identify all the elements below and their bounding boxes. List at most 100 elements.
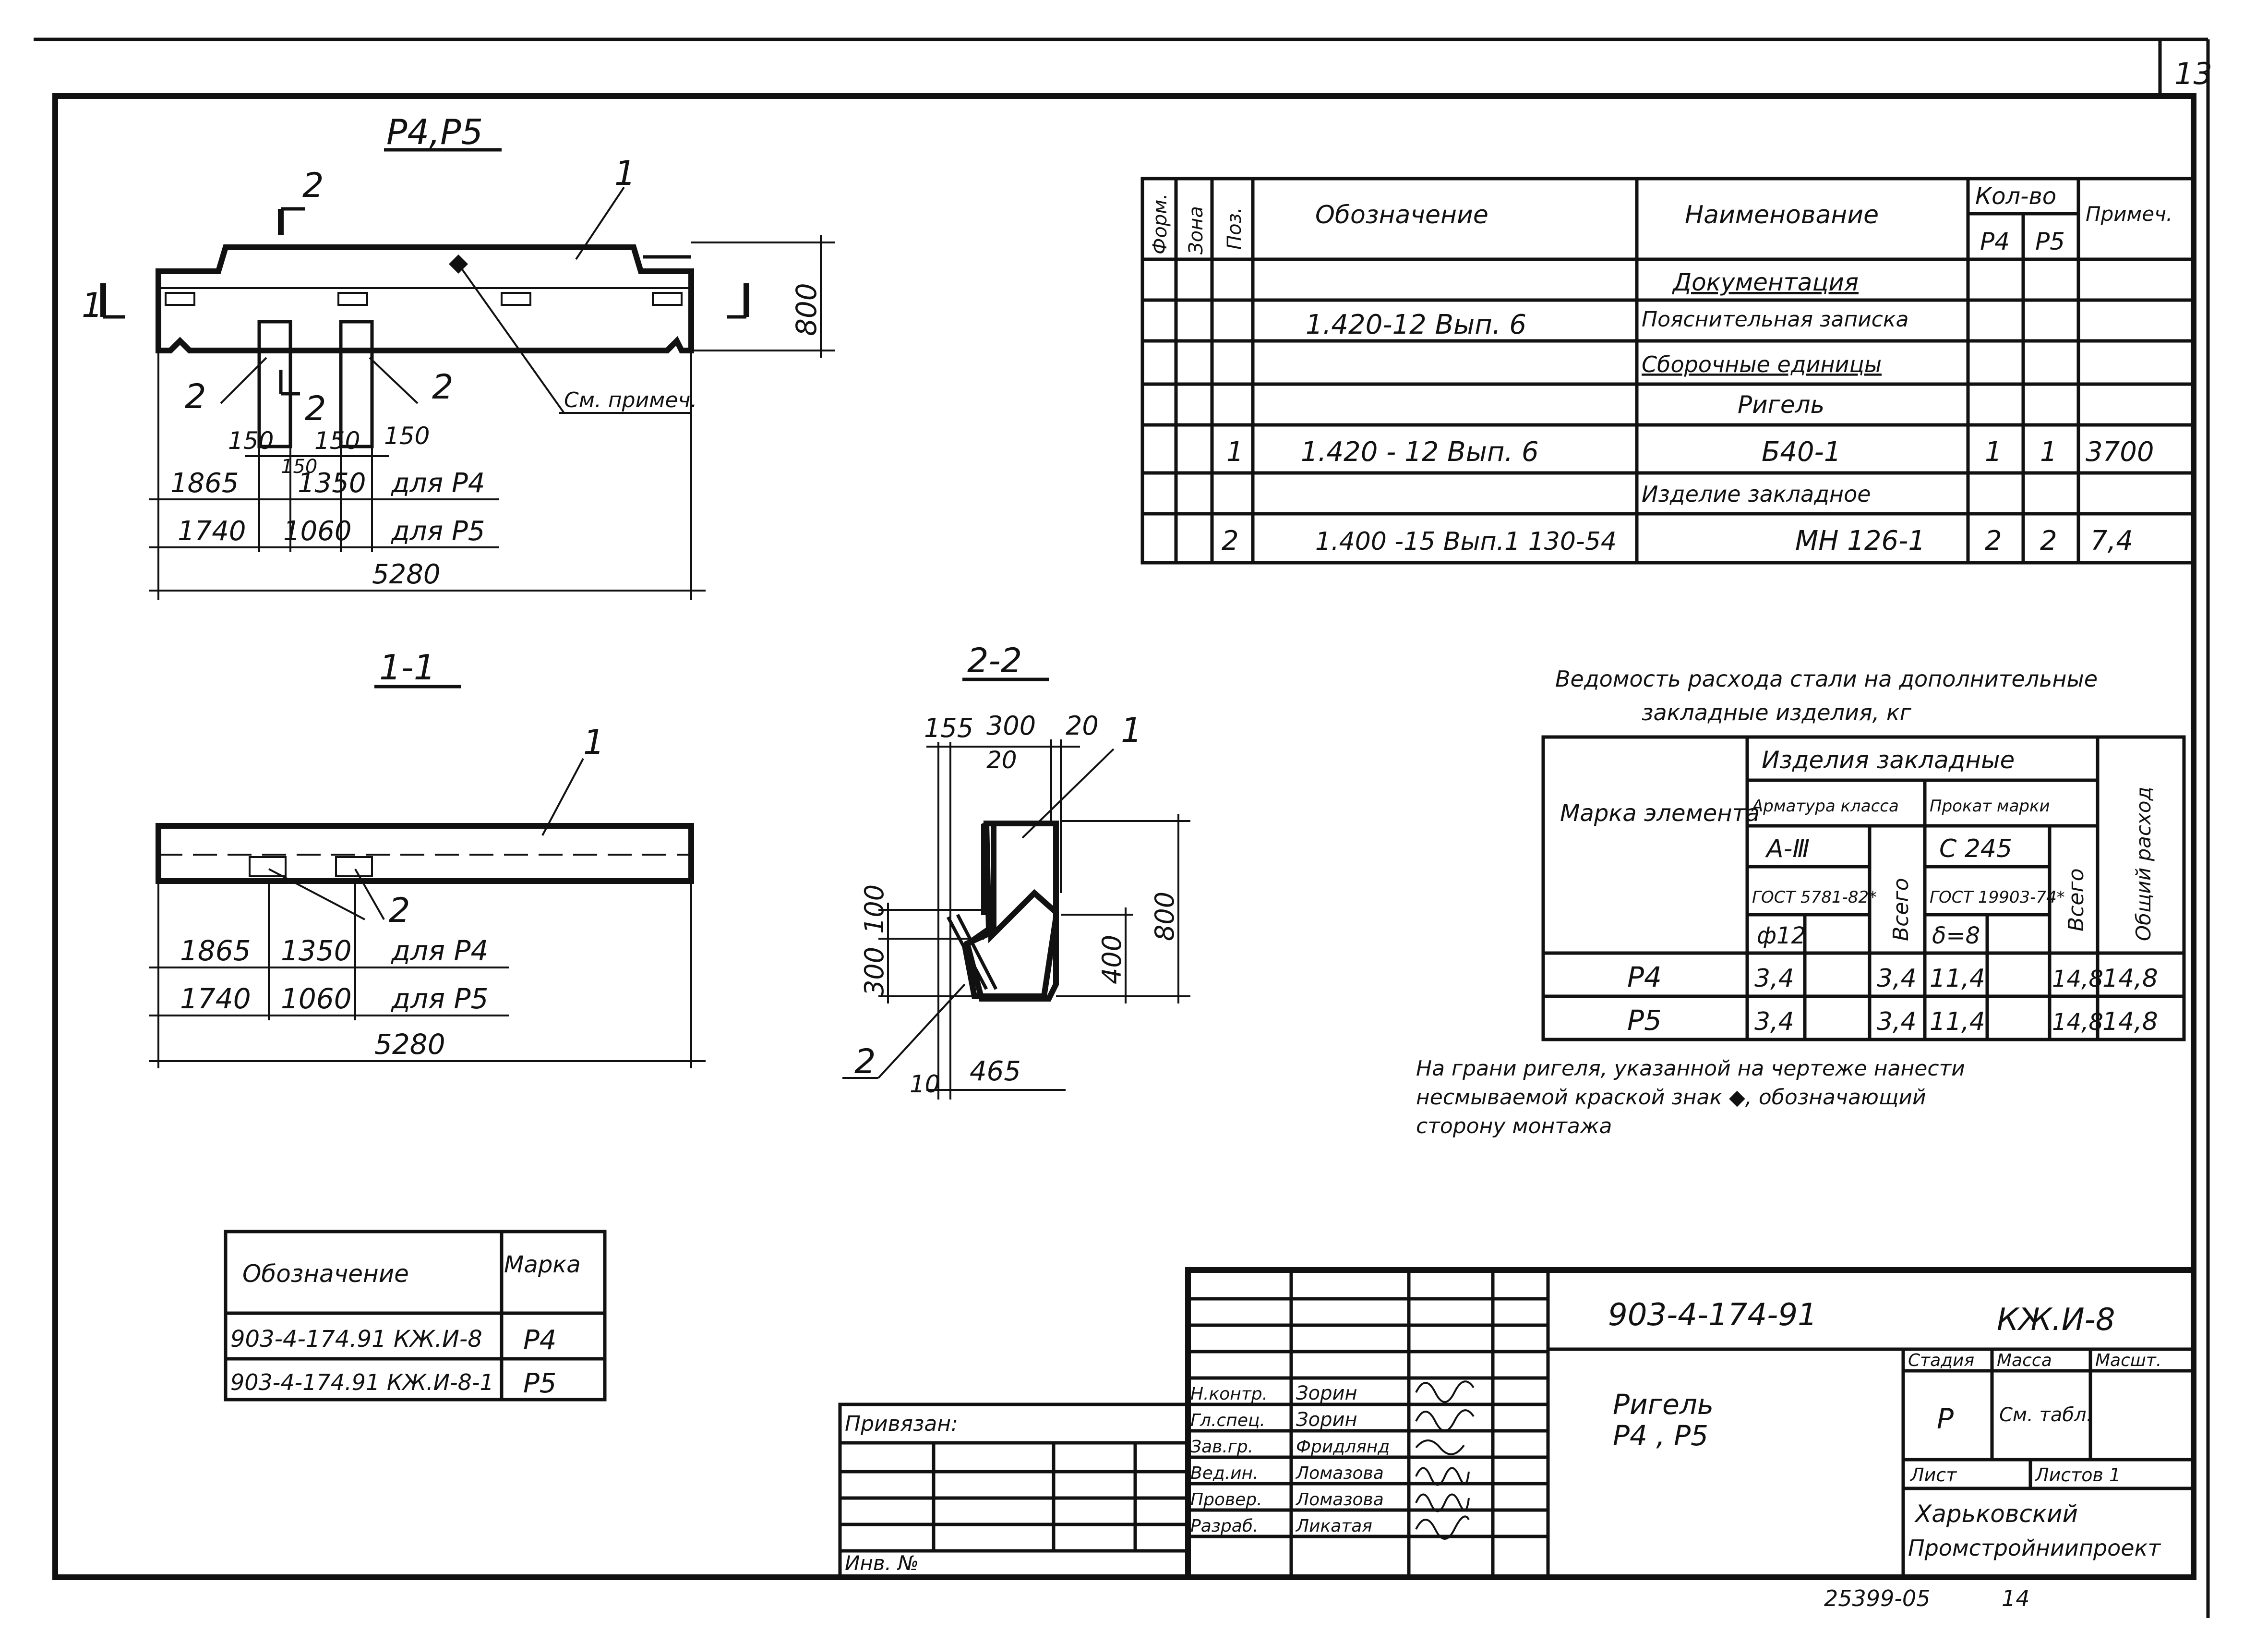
- section-1-1-title: 1-1: [379, 647, 436, 688]
- tb-mass: См. табл.: [1999, 1404, 2092, 1426]
- page-number: 13: [2174, 56, 2212, 91]
- spec-row4-pos: 1: [1226, 436, 1244, 468]
- spec-h-zone: Зона: [1185, 206, 1207, 254]
- section-1-mark-left: 1: [82, 286, 103, 325]
- tb-name-1: Ригель: [1613, 1388, 1714, 1421]
- tb-mass-h: Масса: [1997, 1351, 2052, 1370]
- steel-h-mark: Марка элемента: [1560, 800, 1760, 827]
- elev-pos-2c: 2: [305, 389, 326, 428]
- elev-dim-150a: 150: [228, 427, 274, 455]
- s11-pos-2: 2: [389, 891, 410, 930]
- spec-row3-name: Ригель: [1738, 391, 1824, 419]
- elev-p4-label: для Р4: [391, 468, 485, 499]
- tb-name-4s: Ломазова: [1295, 1490, 1384, 1510]
- steel-r1-f12: 3,4: [1754, 1007, 1794, 1036]
- s11-p5-label: для Р5: [391, 982, 488, 1015]
- signature-0: [1415, 1380, 1475, 1403]
- tb-role-1: Гл.спец.: [1190, 1411, 1265, 1430]
- spec-row5-name: Изделие закладное: [1642, 481, 1871, 507]
- tb-sheets-h: Листов 1: [2034, 1464, 2121, 1486]
- s11-p4-a: 1865: [180, 934, 251, 967]
- section-2-2-view: 2-2 155 300 20 20 1 2 100 300 400 800 10: [842, 641, 1190, 1100]
- s22-pos-2: 2: [854, 1042, 876, 1081]
- steel-h-rebar-gost: ГОСТ 5781-82*: [1752, 888, 1877, 907]
- spec-row6-name: МН 126-1: [1795, 525, 1925, 556]
- marks-r0-mark: Р4: [523, 1325, 556, 1356]
- note-line-3: сторону монтажа: [1416, 1114, 1612, 1138]
- signature-1: [1415, 1409, 1475, 1432]
- spec-h-name: Наименование: [1685, 201, 1879, 230]
- tb-role-2: Зав.гр.: [1190, 1437, 1253, 1457]
- spec-row4-name: Б40-1: [1762, 436, 1841, 468]
- signature-5: [1415, 1515, 1470, 1540]
- note-line-1: На грани ригеля, указанной на чертеже на…: [1416, 1056, 1965, 1081]
- bottom-page-number: 14: [2002, 1585, 2030, 1611]
- tb-inv: Инв. №: [845, 1551, 919, 1575]
- tb-stage: Р: [1937, 1402, 1954, 1435]
- steel-h-rolled-thk: δ=8: [1932, 922, 1980, 949]
- title-block: 903-4-174-91 КЖ.И-8 Ригель Р4 , Р5 Стади…: [838, 1267, 2196, 1580]
- elev-dim-150b: 150: [314, 427, 360, 455]
- elev-total: 5280: [372, 559, 441, 590]
- steel-r0-total2: 14,8: [2052, 966, 2103, 992]
- s11-pos-1: 1: [583, 723, 605, 762]
- steel-h-rolled: Прокат марки: [1930, 797, 2050, 816]
- s11-p5-a: 1740: [180, 982, 251, 1015]
- s22-dim-300v: 300: [859, 947, 889, 996]
- steel-r0-mark: Р4: [1627, 961, 1662, 993]
- tb-org-2: Промстройниипроект: [1908, 1535, 2161, 1561]
- mounting-note: На грани ригеля, указанной на чертеже на…: [1416, 1056, 1965, 1138]
- spec-h-note: Примеч.: [2086, 202, 2172, 226]
- tb-role-0: Н.контр.: [1190, 1384, 1268, 1404]
- elev-dim-150-small: 150: [281, 456, 317, 478]
- elevation-view: Р4,Р5 1 2 1 2 2: [82, 112, 835, 600]
- tb-org-1: Харьковский: [1914, 1500, 2078, 1528]
- elev-pos-1: 1: [614, 154, 636, 193]
- spec-row4-note: 3700: [2086, 436, 2154, 468]
- marks-r1-designation: 903-4-174.91 КЖ.И-8-1: [230, 1369, 494, 1395]
- tb-role-5: Разраб.: [1190, 1516, 1258, 1536]
- signature-4: [1415, 1493, 1470, 1512]
- elev-pos-2a: 2: [185, 377, 206, 416]
- tb-name-0: Зорин: [1296, 1382, 1357, 1404]
- spec-row6-p4: 2: [1985, 525, 2002, 556]
- spec-row1-name: Пояснительная записка: [1642, 307, 1908, 332]
- spec-h-qty: Кол-во: [1975, 183, 2056, 210]
- elevation-title: Р4,Р5: [386, 112, 483, 152]
- spec-table: Форм. Зона Поз. Обозначение Наименование…: [1140, 177, 2196, 565]
- spec-row6-p5: 2: [2040, 525, 2057, 556]
- tb-sheet-h: Лист: [1909, 1464, 1957, 1486]
- marks-h-mark: Марка: [504, 1251, 581, 1278]
- steel-h-rolled-mark: С 245: [1939, 834, 2012, 863]
- spec-row6-pos: 2: [1222, 525, 1239, 556]
- spec-h-format: Форм.: [1149, 193, 1171, 254]
- s22-dim-100: 100: [859, 884, 889, 934]
- s11-p5-b: 1060: [281, 982, 352, 1015]
- steel-h-total2: Всего: [2064, 869, 2088, 931]
- tb-doc-code: 903-4-174-91: [1608, 1297, 1817, 1333]
- marks-table: Обозначение Марка 903-4-174.91 КЖ.И-8 Р4…: [224, 1230, 607, 1402]
- tb-bound: Привязан:: [845, 1412, 958, 1436]
- spec-row6-designation: 1.400 -15 Вып.1 130-54: [1315, 527, 1617, 556]
- tb-name-2s: Фридлянд: [1296, 1437, 1390, 1457]
- spec-row2-name: Сборочные единицы: [1642, 351, 1882, 377]
- tb-name-5s: Ликатая: [1295, 1516, 1372, 1536]
- s22-dim-155: 155: [924, 713, 973, 743]
- s22-dim-800: 800: [1150, 892, 1180, 941]
- section-2-2-title: 2-2: [967, 641, 1022, 680]
- spec-h-designation: Обозначение: [1315, 201, 1488, 230]
- s22-pos-1: 1: [1121, 711, 1142, 750]
- steel-h-overall: Общий расход: [2132, 786, 2155, 941]
- marks-r1-mark: Р5: [523, 1368, 556, 1399]
- tb-role-4: Провер.: [1190, 1490, 1262, 1510]
- note-line-2: несмываемой краской знак ◆, обозначающий: [1416, 1085, 1926, 1110]
- elev-p5-label: для Р5: [391, 516, 485, 547]
- steel-table: Ведомость расхода стали на дополнительны…: [1541, 666, 2186, 1041]
- spec-h-qty-p5: Р5: [2035, 228, 2065, 255]
- spec-h-pos: Поз.: [1224, 207, 1246, 250]
- steel-title-2: закладные изделия, кг: [1642, 700, 1912, 725]
- s11-p4-b: 1350: [281, 934, 352, 967]
- s22-dim-20: 20: [1066, 711, 1099, 741]
- steel-r0-total1: 3,4: [1877, 964, 1917, 993]
- section-1-1-view: 1-1 1 2 1865 1350 для Р4 1740 1060 для Р…: [149, 647, 706, 1068]
